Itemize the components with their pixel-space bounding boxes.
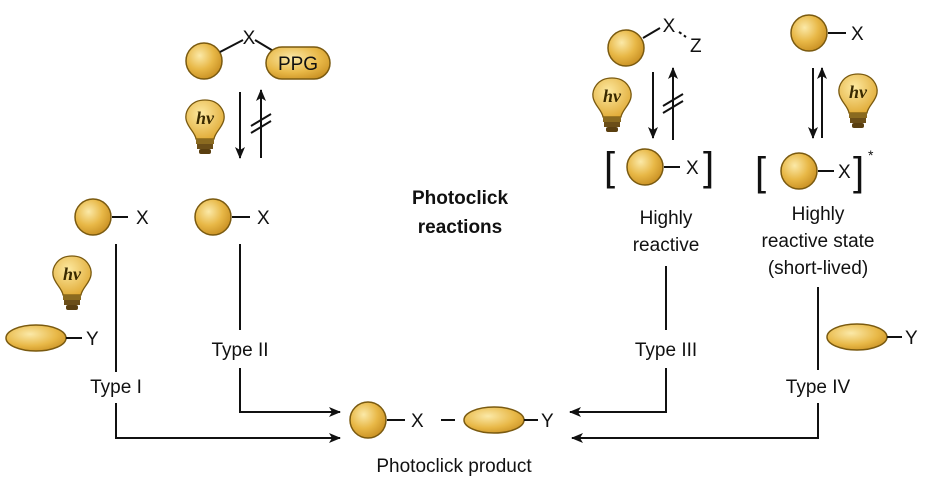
type4-state-line1: Highly: [792, 204, 845, 225]
type2-x-label: X: [257, 208, 270, 229]
type1-label: Type I: [90, 377, 142, 398]
type3-state-line1: Highly: [640, 208, 693, 229]
svg-text:hν: hν: [849, 82, 868, 102]
type3-z-label: Z: [690, 36, 702, 57]
type4-state-line3: (short-lived): [768, 258, 868, 279]
type3-reactive-x-label: X: [686, 158, 699, 179]
type3-group: X Z hν [ X ] Highly reactive Type III: [569, 16, 714, 417]
svg-text:hν: hν: [603, 86, 622, 106]
type1-x-label: X: [136, 208, 149, 229]
type1-ellipse: [5, 324, 67, 352]
type3-precursor-sphere: [607, 29, 645, 67]
type1-group: X hν Y Type I: [5, 198, 341, 443]
type4-label: Type IV: [786, 377, 851, 398]
type3-right-bracket: ]: [703, 145, 714, 189]
type1-arrow: [115, 403, 341, 443]
product-label: Photoclick product: [376, 456, 532, 477]
type2-arrow: [239, 368, 341, 417]
product-x-label: X: [411, 411, 424, 432]
ppg-group: PPG: [265, 46, 331, 80]
product-y-label: Y: [541, 411, 554, 432]
type4-ground-sphere: [790, 14, 828, 52]
diagram-title-line2: reactions: [418, 217, 502, 238]
type4-excited-star: *: [868, 147, 874, 163]
type1-sphere: [74, 198, 112, 236]
type3-precursor-x-label: X: [663, 16, 676, 37]
type2-light-bulb-icon: hν: [185, 99, 225, 155]
type4-ground-x-label: X: [851, 24, 864, 45]
type4-excited-x-label: X: [838, 162, 851, 183]
type2-group: X PPG hν X Type II: [185, 28, 341, 417]
type4-left-bracket: [: [755, 150, 766, 194]
type3-reactive-sphere: [626, 148, 664, 186]
type4-right-bracket: ]: [853, 150, 864, 194]
type1-y-label: Y: [86, 329, 99, 350]
ppg-label: PPG: [278, 54, 318, 75]
svg-text:hν: hν: [63, 264, 82, 284]
type3-state-line2: reactive: [633, 235, 700, 256]
svg-text:hν: hν: [196, 108, 215, 128]
type2-caged-sphere: [185, 42, 223, 80]
type2-caged-x-label: X: [243, 28, 256, 49]
type1-light-bulb-icon: hν: [52, 255, 92, 311]
type2-label: Type II: [211, 340, 268, 361]
type3-left-bracket: [: [604, 145, 615, 189]
type3-label: Type III: [635, 340, 697, 361]
type4-arrow: [571, 403, 819, 443]
type4-group: X hν [ X ] * Highly reactive state (shor…: [571, 14, 918, 443]
type3-arrow: [569, 368, 667, 417]
type4-ellipse: [826, 323, 888, 351]
product-ellipse: [463, 406, 525, 434]
type4-light-bulb-icon: hν: [838, 73, 878, 129]
product-sphere: [349, 401, 387, 439]
type4-state-line2: reactive state: [762, 231, 875, 252]
type3-light-bulb-icon: hν: [592, 77, 632, 133]
type2-sphere: [194, 198, 232, 236]
diagram-title-line1: Photoclick: [412, 188, 509, 209]
type4-y-label: Y: [905, 328, 918, 349]
product-group: X Y Photoclick product: [349, 401, 554, 477]
type4-excited-sphere: [780, 152, 818, 190]
